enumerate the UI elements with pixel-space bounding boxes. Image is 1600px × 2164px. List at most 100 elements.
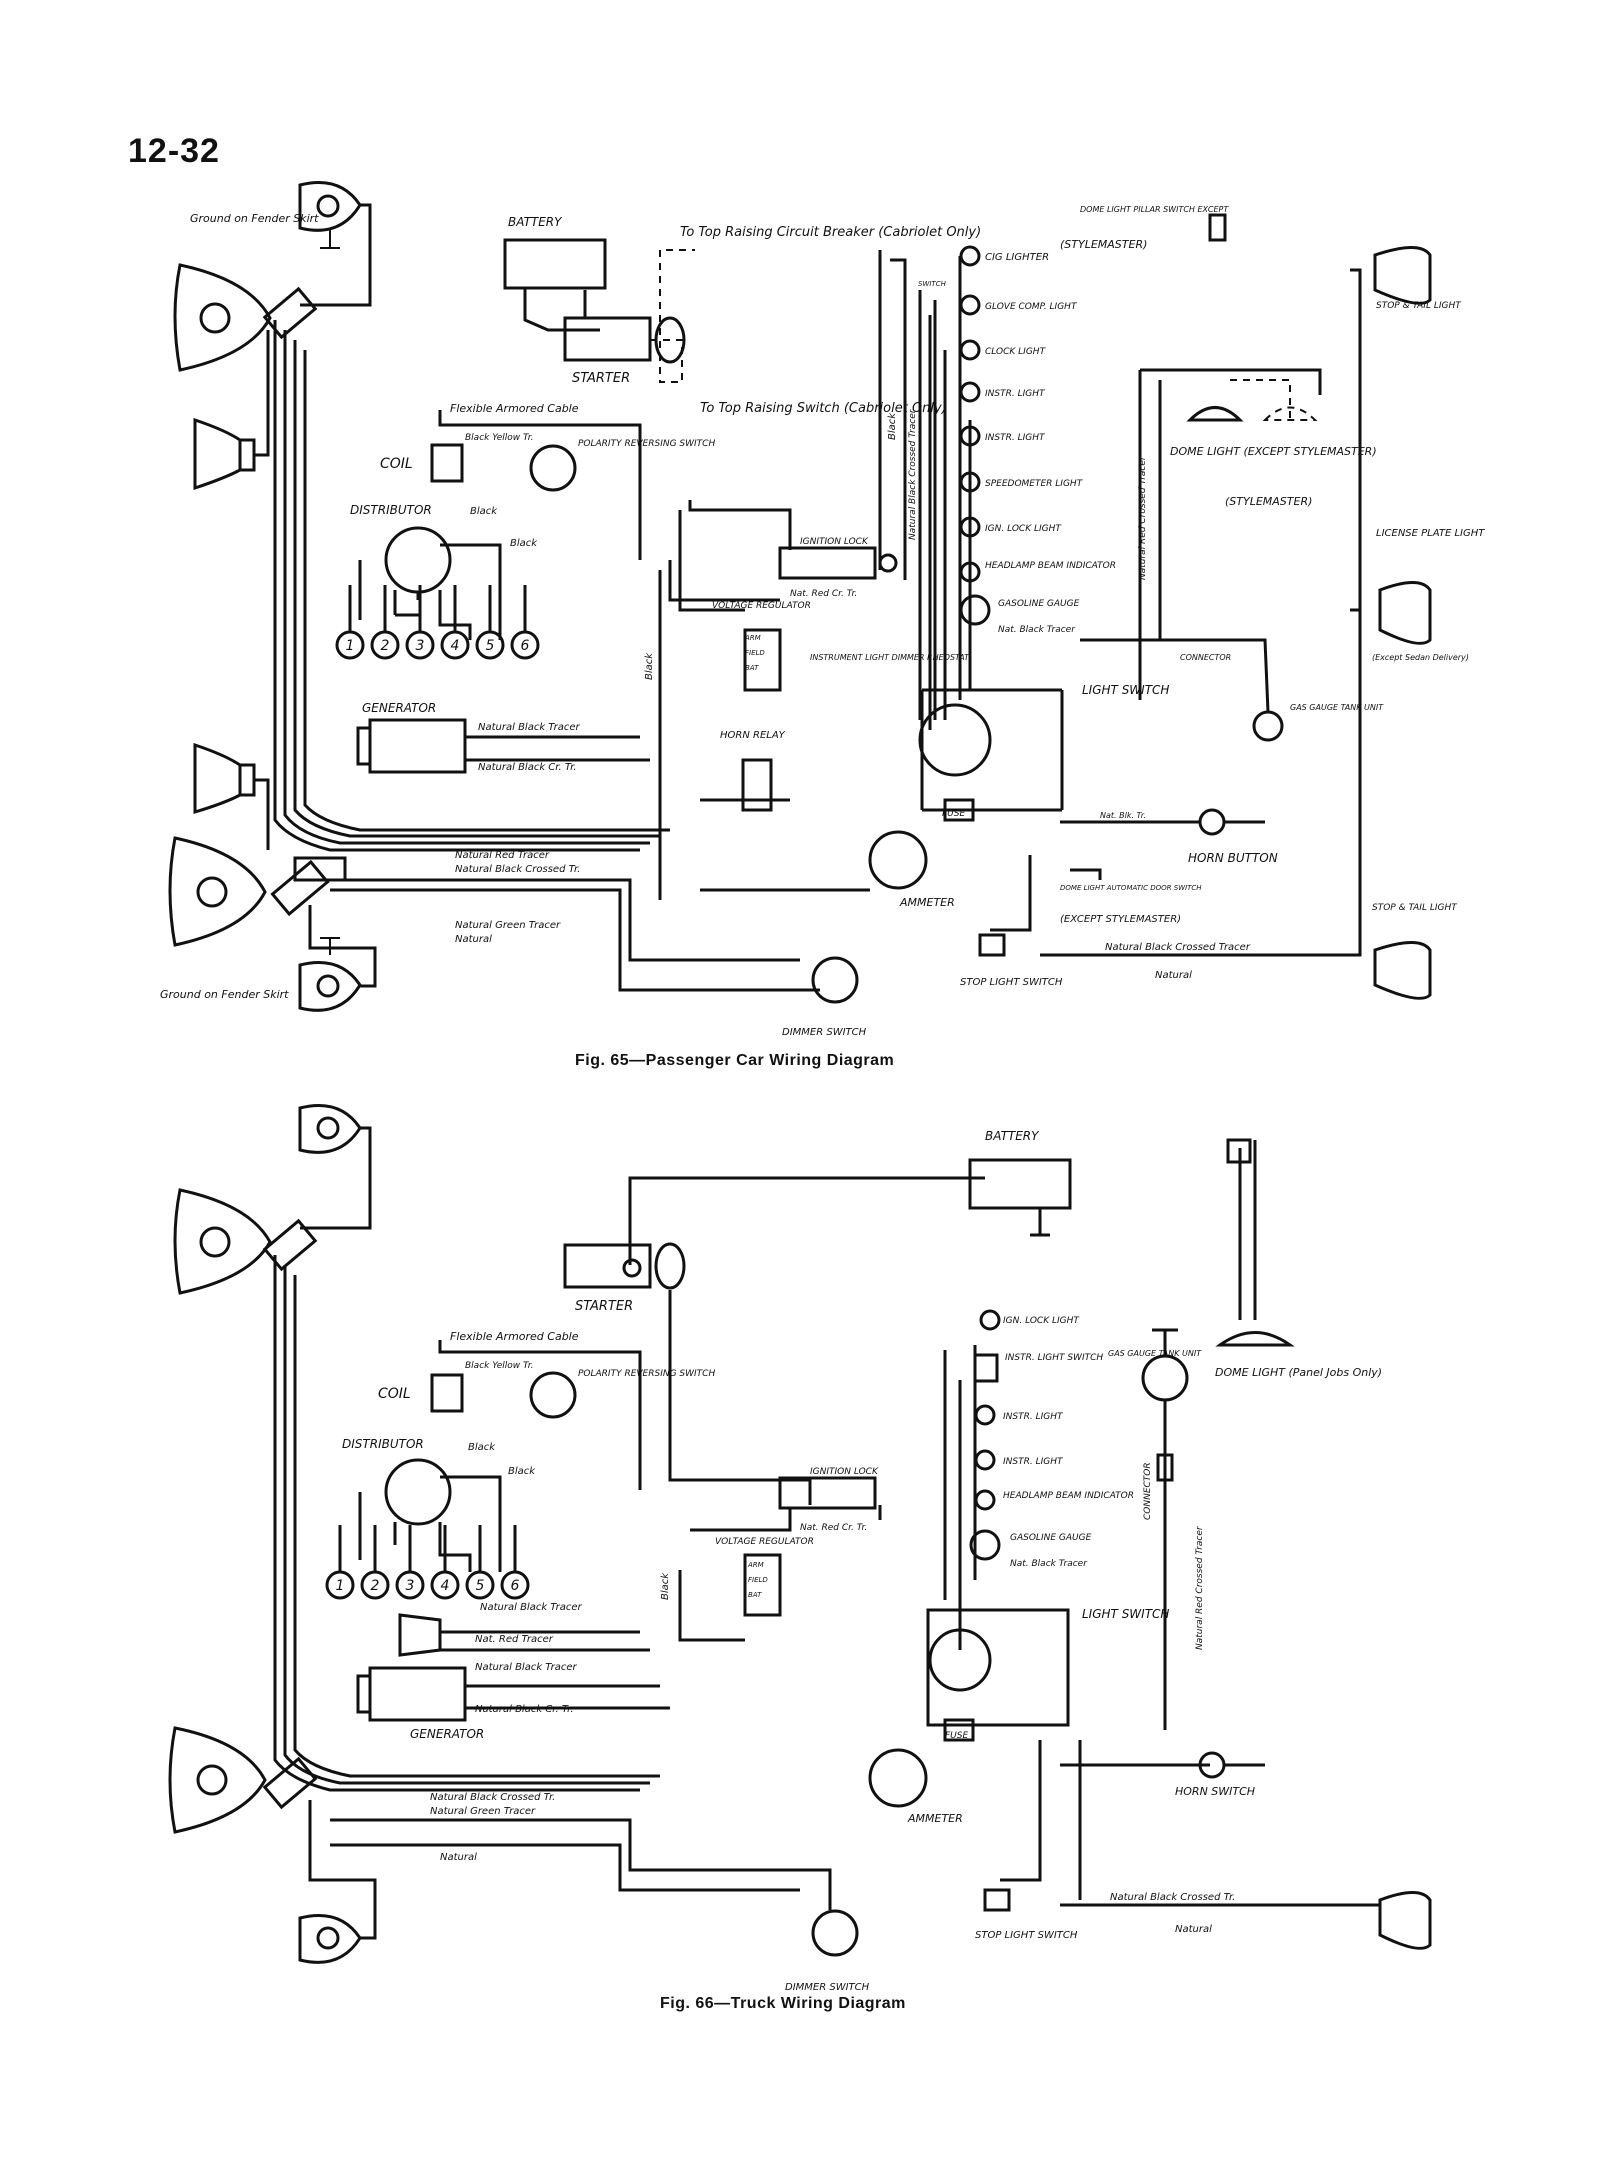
fig66-connector: CONNECTOR <box>1143 1462 1153 1520</box>
fig65-horn-button: HORN BUTTON <box>1188 851 1278 865</box>
fig66-ammeter: AMMETER <box>907 1812 963 1825</box>
fig65-nat-red-crossed-tracer: Natural Red Crossed Tracer <box>1138 455 1148 580</box>
fig66-reg-field: FIELD <box>748 1576 768 1584</box>
fig65-horn-bottom <box>193 742 256 815</box>
fig65-caption: Fig. 65—Passenger Car Wiring Diagram <box>575 1052 895 1069</box>
fig66-terminal-circle <box>395 1570 425 1600</box>
fig65-starter-label: STARTER <box>572 371 630 386</box>
fig65-gasoline-gauge: GASOLINE GAUGE <box>998 599 1080 609</box>
fig65-switch-small: SWITCH <box>918 280 947 288</box>
fig65-stylemaster2: (STYLEMASTER) <box>1225 495 1312 508</box>
fig65-nat-black-tracer2: Nat. Black Tracer <box>998 625 1076 635</box>
fig66-nat-black-cr-tr: Natural Black Cr. Tr. <box>475 1704 574 1715</box>
fig66-caption: Fig. 66—Truck Wiring Diagram <box>660 1995 906 2012</box>
fig65-except-stylemaster: (EXCEPT STYLEMASTER) <box>1060 914 1181 925</box>
fig66-stop-light-switch: STOP LIGHT SWITCH <box>975 1930 1078 1941</box>
fig66-natural-left: Natural <box>440 1852 477 1863</box>
fig65-battery-label: BATTERY <box>508 215 563 229</box>
fig66-nat-red-tracer: Nat. Red Tracer <box>475 1634 554 1645</box>
fig66-terminal-number: 1 <box>336 1578 345 1594</box>
fig65-top-raising-cb: To Top Raising Circuit Breaker (Cabriole… <box>680 225 981 240</box>
fig66-nat-red-crossed-tracer: Natural Red Crossed Tracer <box>1195 1525 1205 1650</box>
fig66-nat-red-cr-tr: Nat. Red Cr. Tr. <box>800 1523 867 1533</box>
fig65-terminal-circle <box>475 630 505 660</box>
fig65-nat-black-cr-tr: Natural Black Cr. Tr. <box>478 762 577 773</box>
page-number: 12-32 <box>128 132 220 170</box>
fig66-terminal-number: 6 <box>511 1578 520 1594</box>
fig65-ign-lock-light: IGN. LOCK LIGHT <box>985 524 1062 534</box>
fig65-ground-fender-top: Ground on Fender Skirt <box>190 212 319 225</box>
fig66-light-switch: LIGHT SWITCH <box>1082 1607 1169 1621</box>
fig66-dome-light: DOME LIGHT (Panel Jobs Only) <box>1215 1366 1382 1379</box>
fig65-headlamp-bottom-large <box>168 836 267 947</box>
fig66-battery-label: BATTERY <box>985 1129 1040 1143</box>
fig66-nat-black-crossed-tr: Natural Black Crossed Tr. <box>430 1792 555 1803</box>
fig65-terminal-number: 3 <box>416 638 425 654</box>
fig65-terminal-number: 4 <box>451 638 460 654</box>
fig65-stop-tail-bottom: STOP & TAIL LIGHT <box>1372 903 1458 913</box>
fig65-nat-red-cr-tr: Nat. Red Cr. Tr. <box>790 589 857 599</box>
fig65-gas-gauge-tank: GAS GAUGE TANK UNIT <box>1290 703 1384 712</box>
fig66-horn-switch: HORN SWITCH <box>1175 1785 1255 1798</box>
fig66-distributor: DISTRIBUTOR <box>342 1437 424 1451</box>
fig65-stop-tail-top: STOP & TAIL LIGHT <box>1376 301 1462 311</box>
fig65-dimmer-switch: DIMMER SWITCH <box>782 1027 867 1038</box>
fig66-labels: BATTERY STARTER Flexible Armored Cable C… <box>342 1129 1382 1993</box>
fig66-terminal-number: 4 <box>441 1578 450 1594</box>
fig66-reg-bat: BAT <box>748 1591 762 1599</box>
fig66-natural-right: Natural <box>1175 1924 1212 1935</box>
fig65-fuse: FUSE <box>942 809 965 819</box>
fig65-terminal-circle <box>405 630 435 660</box>
fig65-nat-green-tracer: Natural Green Tracer <box>455 920 561 931</box>
fig65-ammeter: AMMETER <box>899 896 955 909</box>
fig65-instrument-rheostat: INSTRUMENT LIGHT DIMMER RHEOSTAT <box>810 653 970 662</box>
fig66-black-vertical: Black <box>660 1572 671 1600</box>
fig66-instr-light-1: INSTR. LIGHT <box>1003 1412 1064 1422</box>
fig66-terminal-circle <box>465 1570 495 1600</box>
fig66-reg-arm: ARM <box>747 1561 764 1569</box>
fig66-ign-lock-light: IGN. LOCK LIGHT <box>1003 1316 1080 1326</box>
fig65-black2: Black <box>510 538 538 549</box>
fig65-right-lights <box>933 245 991 720</box>
fig65-reg-arm: ARM <box>744 634 761 642</box>
fig65-starter-icon <box>563 316 652 362</box>
fig65-black-vertical: Black <box>644 652 655 680</box>
fig65-terminal-circle <box>370 630 400 660</box>
fig66-nat-black-tracer: Natural Black Tracer <box>480 1602 583 1613</box>
fig66-nat-black-tracer3: Nat. Black Tracer <box>1010 1559 1088 1569</box>
fig65-terminal-circle <box>335 630 365 660</box>
fig65-black-vertical2: Black <box>887 412 898 440</box>
fig66-generator: GENERATOR <box>410 1727 484 1741</box>
fig66-terminal-circle <box>500 1570 530 1600</box>
fig65-labels: Ground on Fender Skirt Ground on Fender … <box>160 205 1485 1038</box>
fig66-fuse: FUSE <box>945 1731 968 1741</box>
fig65-ground-fender-bottom: Ground on Fender Skirt <box>160 988 289 1001</box>
fig66-black2: Black <box>508 1466 536 1477</box>
fig65-polarity-switch: POLARITY REVERSING SWITCH <box>578 439 715 449</box>
fig66-terminal-circle <box>360 1570 390 1600</box>
fig66-black-yellow-tr: Black Yellow Tr. <box>465 1361 534 1371</box>
fig65-headlamp-top-small <box>298 181 362 249</box>
fig65-dome-light-except: DOME LIGHT (EXCEPT STYLEMASTER) <box>1170 445 1377 458</box>
fig65-horn-relay: HORN RELAY <box>720 730 786 741</box>
fig66-instr-light-switch: INSTR. LIGHT SWITCH <box>1005 1353 1103 1363</box>
fig65-speedometer-light: SPEEDOMETER LIGHT <box>985 479 1084 489</box>
fig65-reg-bat: BAT <box>745 664 759 672</box>
fig65-stop-light-switch: STOP LIGHT SWITCH <box>960 977 1063 988</box>
fig65-reg-field: FIELD <box>745 649 765 657</box>
fig66-black1: Black <box>468 1442 496 1453</box>
fig65-headlamp-top-large <box>173 263 272 372</box>
fig65-flexible-cable: Flexible Armored Cable <box>450 402 579 415</box>
fig66-starter-icon <box>563 1243 652 1289</box>
fig65-terminal-number: 1 <box>346 638 355 654</box>
fig66-nat-black-tracer2: Natural Black Tracer <box>475 1662 578 1673</box>
fig66-ignition-lock: IGNITION LOCK <box>810 1467 879 1477</box>
fig66-terminal-number: 5 <box>476 1578 485 1594</box>
fig66-terminal-circle <box>325 1570 355 1600</box>
fig66-starter-label: STARTER <box>575 1299 633 1314</box>
fig65-nat-black-crossed-tracer-v: Natural Black Crossed Tracer <box>908 408 918 540</box>
fig66-dimmer-switch: DIMMER SWITCH <box>785 1982 870 1993</box>
